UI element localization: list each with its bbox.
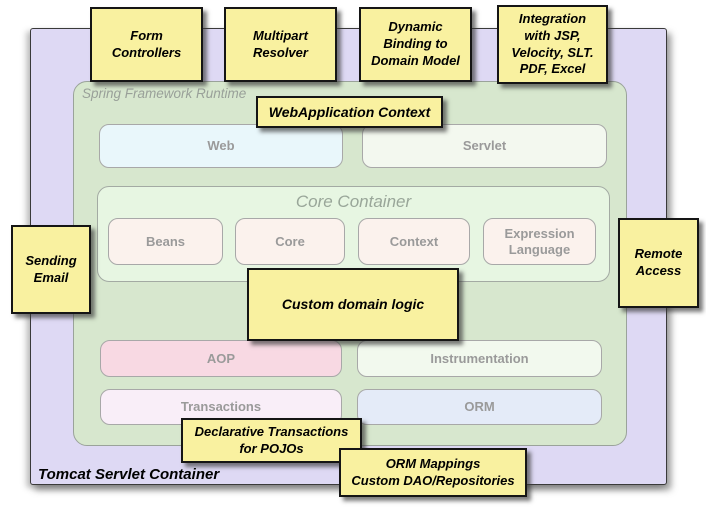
module-web: Web	[99, 124, 343, 168]
note-dynamic-binding: Dynamic Binding to Domain Model	[359, 7, 472, 82]
module-beans: Beans	[108, 218, 223, 265]
note-multipart-resolver: Multipart Resolver	[224, 7, 337, 82]
note-custom-domain-logic: Custom domain logic	[247, 268, 459, 341]
spring-framework-runtime-label: Spring Framework Runtime	[82, 86, 247, 101]
module-context-label: Context	[389, 233, 439, 249]
note-integration-views: Integration with JSP, Velocity, SLT. PDF…	[497, 5, 608, 84]
module-servlet-label: Servlet	[462, 138, 507, 154]
note-orm-mappings: ORM Mappings Custom DAO/Repositories	[339, 448, 527, 497]
module-aop: AOP	[100, 340, 342, 377]
module-instrumentation: Instrumentation	[357, 340, 602, 377]
spring-framework-runtime-box: Spring Framework Runtime Web Servlet Cor…	[73, 81, 627, 446]
module-expression-language-label: Expression Language	[504, 225, 575, 257]
tomcat-servlet-container-label: Tomcat Servlet Container	[38, 466, 220, 483]
note-declarative-transactions: Declarative Transactions for POJOs	[181, 418, 362, 463]
note-form-controllers: Form Controllers	[90, 7, 203, 82]
module-instrumentation-label: Instrumentation	[430, 350, 529, 366]
module-beans-label: Beans	[145, 233, 186, 249]
module-transactions-label: Transactions	[180, 399, 262, 415]
module-orm: ORM	[357, 389, 602, 425]
module-expression-language: Expression Language	[483, 218, 596, 265]
core-container-box: Core Container Beans Core Context Expres…	[97, 186, 610, 282]
note-sending-email: Sending Email	[11, 225, 91, 314]
module-core-label: Core	[275, 233, 305, 249]
core-container-title: Core Container	[295, 192, 412, 211]
note-remote-access: Remote Access	[618, 218, 699, 308]
module-orm-label: ORM	[464, 399, 495, 415]
module-servlet: Servlet	[362, 124, 607, 168]
module-context: Context	[358, 218, 470, 265]
module-web-label: Web	[207, 138, 235, 154]
note-webapplication-context: WebApplication Context	[256, 96, 443, 128]
module-core: Core	[235, 218, 345, 265]
module-aop-label: AOP	[206, 350, 236, 366]
